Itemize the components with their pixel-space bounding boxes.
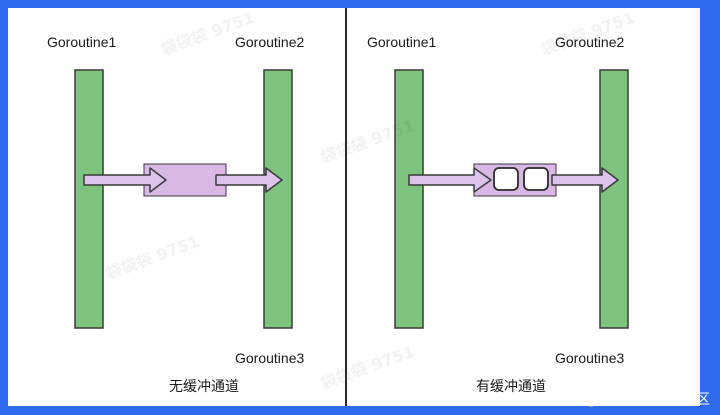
right-goroutine3-label: Goroutine3 <box>555 350 625 366</box>
right-send-arrow <box>408 167 492 193</box>
right-goroutine2-label: Goroutine2 <box>555 34 625 50</box>
left-send-arrow <box>83 167 167 193</box>
buffer-slot-2 <box>523 167 549 191</box>
left-goroutine1-bar <box>74 69 104 329</box>
left-receive-arrow <box>215 167 283 193</box>
site-watermark: @稀土掘金技术社区 <box>584 392 710 408</box>
left-goroutine2-bar <box>263 69 293 329</box>
panel-divider <box>345 8 347 406</box>
right-goroutine1-bar <box>394 69 424 329</box>
right-goroutine2-bar <box>599 69 629 329</box>
diagram-frame: 袋袋袋 9751 袋袋袋 9751 袋袋袋 9751 袋袋袋 9751 袋袋袋 … <box>8 8 700 406</box>
left-goroutine1-label: Goroutine1 <box>47 34 117 50</box>
right-receive-arrow <box>551 167 619 193</box>
left-goroutine2-label: Goroutine2 <box>235 34 305 50</box>
buffered-channel-caption: 有缓冲通道 <box>476 379 546 395</box>
channel-diagram <box>74 69 629 329</box>
right-goroutine1-label: Goroutine1 <box>367 34 437 50</box>
unbuffered-channel-caption: 无缓冲通道 <box>169 379 239 395</box>
left-goroutine3-label: Goroutine3 <box>235 350 305 366</box>
buffer-slot-1 <box>493 167 519 191</box>
